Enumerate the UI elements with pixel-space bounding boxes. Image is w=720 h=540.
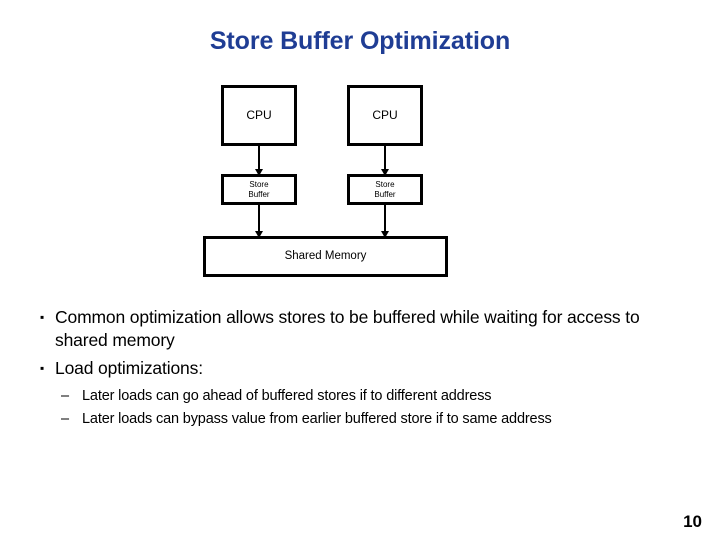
- arrow-cpu-left-to-store-buffer-left: [258, 146, 260, 175]
- arrow-cpu-right-to-store-buffer-right: [384, 146, 386, 175]
- store-buffer-box-right: Store Buffer: [347, 174, 423, 205]
- sub-bullet-item: – Later loads can bypass value from earl…: [61, 410, 686, 430]
- arrow-store-buffer-left-to-shared-memory: [258, 205, 260, 237]
- cpu-box-right: CPU: [347, 85, 423, 146]
- page-title: Store Buffer Optimization: [209, 27, 511, 55]
- bullet-marker-icon: ▪: [40, 310, 45, 324]
- store-buffer-left-label-line1: Store: [249, 180, 269, 190]
- bullet-marker-icon: ▪: [40, 360, 45, 375]
- dash-marker-icon: –: [61, 387, 69, 404]
- bullet-item: ▪ Load optimizations:: [36, 357, 686, 380]
- store-buffer-right-label-line2: Buffer: [374, 189, 396, 199]
- sub-bullet-list: – Later loads can go ahead of buffered s…: [36, 387, 686, 430]
- sub-bullet-item: – Later loads can go ahead of buffered s…: [61, 387, 686, 407]
- store-buffer-box-left: Store Buffer: [221, 174, 297, 205]
- store-buffer-diagram: CPU CPU Store Buffer Store Buffer Shared…: [0, 0, 720, 290]
- bullet-text: Common optimization allows stores to be …: [55, 307, 640, 351]
- bullet-text: Load optimizations:: [55, 357, 203, 378]
- cpu-box-left-label: CPU: [246, 107, 272, 122]
- shared-memory-box: Shared Memory: [203, 236, 448, 277]
- bullet-item: ▪ Common optimization allows stores to b…: [36, 306, 686, 353]
- page-number: 10: [683, 512, 702, 531]
- dash-marker-icon: –: [61, 411, 69, 428]
- sub-bullet-text: Later loads can bypass value from earlie…: [82, 411, 552, 428]
- store-buffer-right-label-line1: Store: [375, 180, 395, 190]
- arrow-store-buffer-right-to-shared-memory: [384, 205, 386, 237]
- store-buffer-left-label-line2: Buffer: [248, 189, 270, 199]
- slide-body: ▪ Common optimization allows stores to b…: [36, 306, 686, 434]
- sub-bullet-text: Later loads can go ahead of buffered sto…: [82, 387, 492, 404]
- cpu-box-left: CPU: [221, 85, 297, 146]
- shared-memory-label: Shared Memory: [284, 249, 367, 262]
- cpu-box-right-label: CPU: [372, 107, 398, 122]
